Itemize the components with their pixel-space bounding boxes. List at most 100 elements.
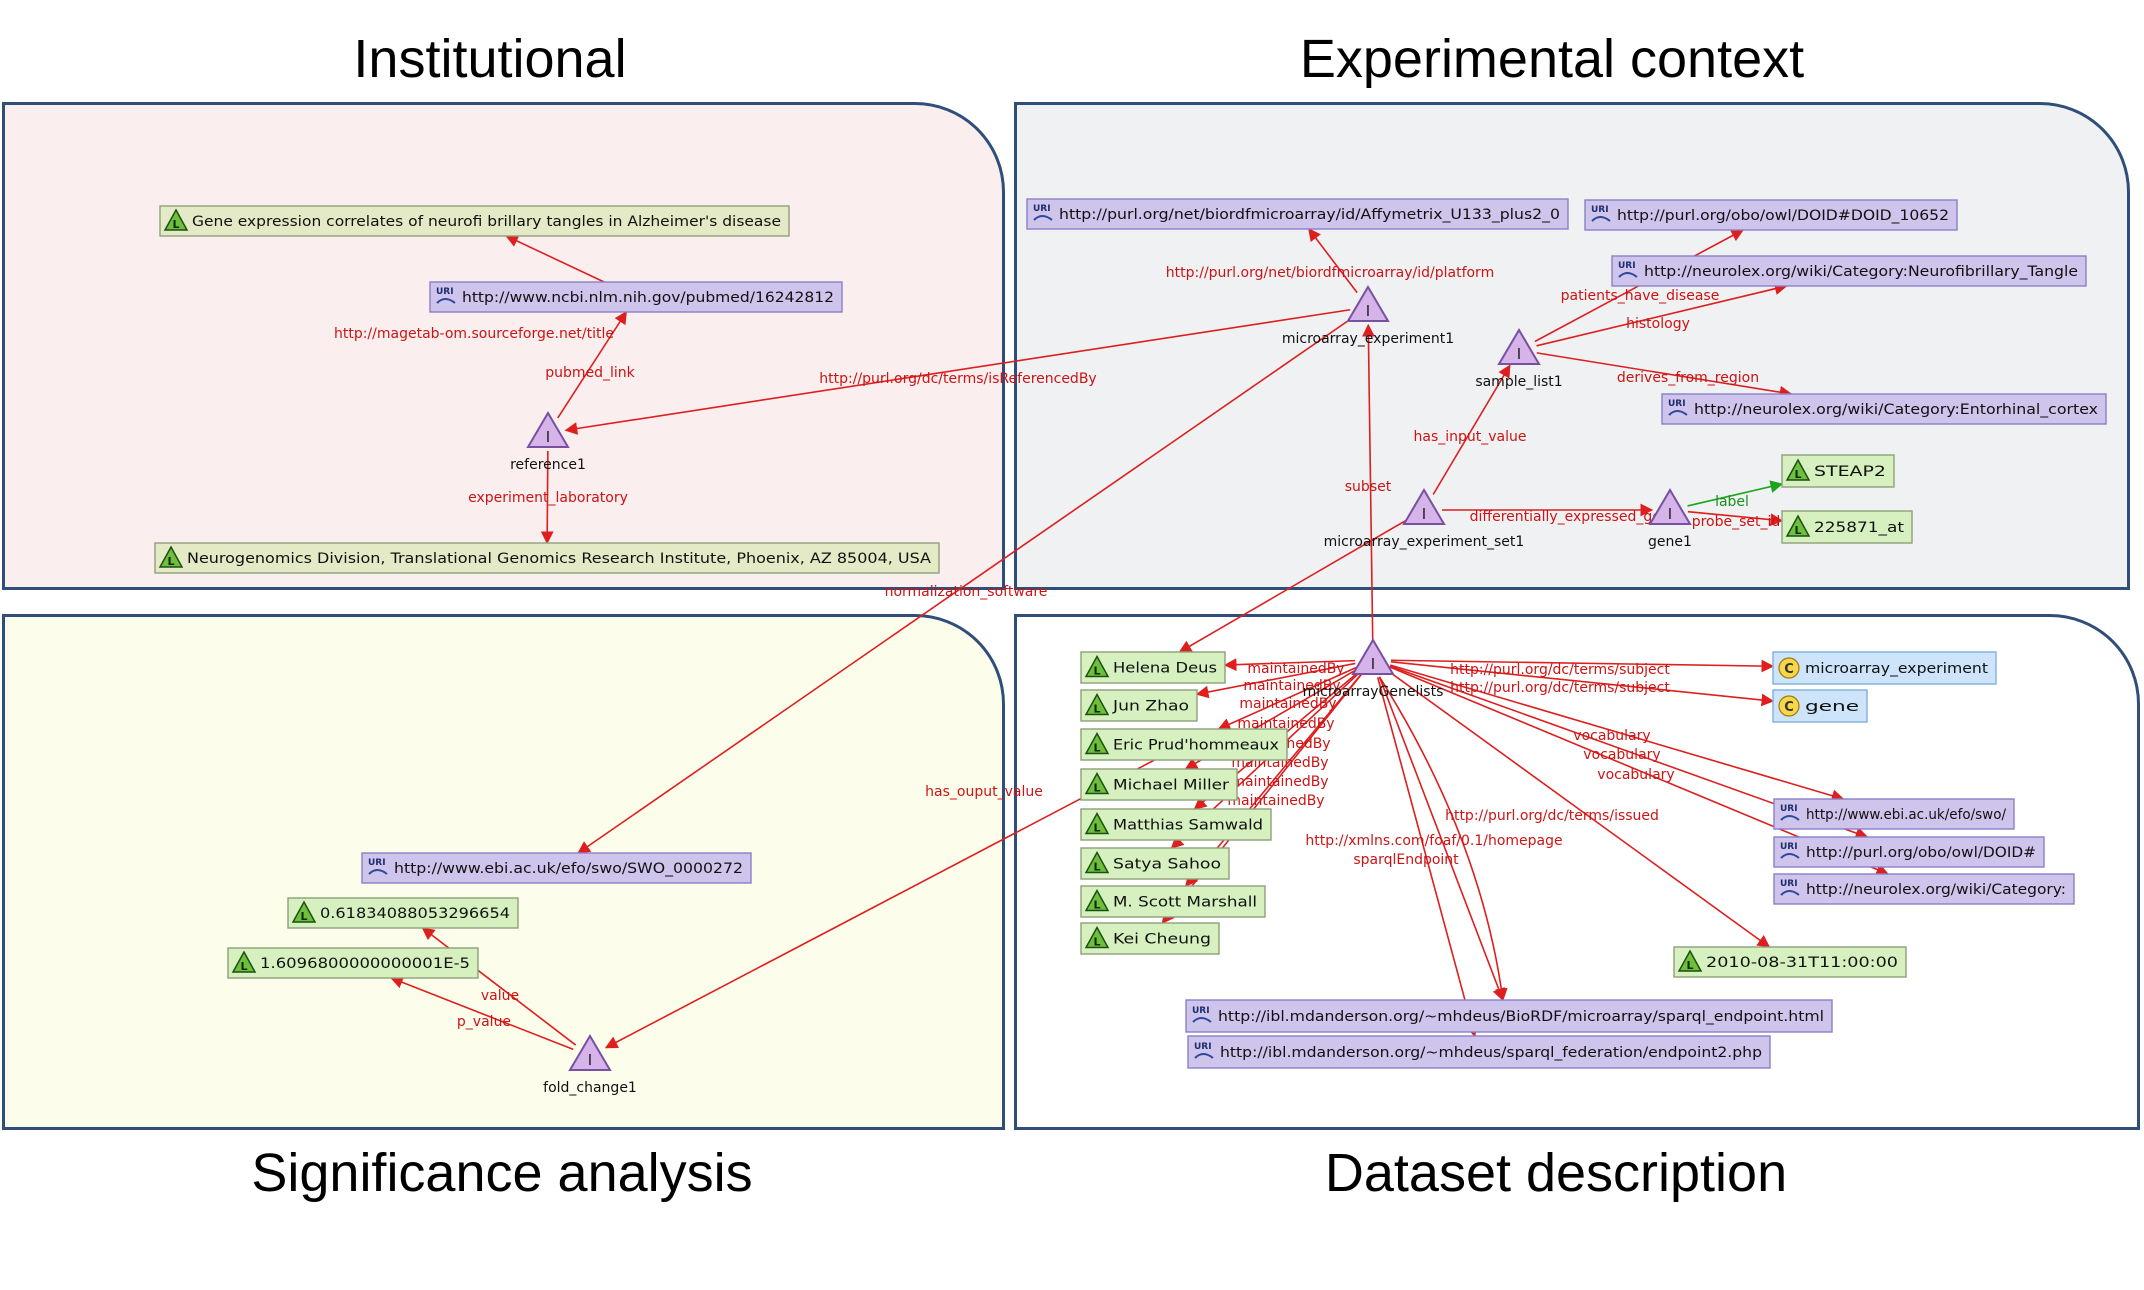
edge-label: subset [1345,479,1392,495]
svg-text:L: L [1686,959,1693,972]
instance-glyph: I [588,1051,592,1069]
edge-inst_gene1-to-lit_225871 [1687,510,1784,527]
edge-lit_eric-to-inst_fold [604,759,1155,1049]
node-label: http://neurolex.org/wiki/Category:Entorh… [1694,402,2098,418]
svg-text:L: L [1093,861,1100,874]
svg-text:L: L [1093,936,1100,949]
node-uri-doid[interactable]: URI http://purl.org/obo/owl/DOID#DOID_106… [1584,199,1958,231]
node-label: http://purl.org/obo/owl/DOID#DOID_10652 [1617,208,1949,224]
node-box [1611,255,2087,287]
edge-label: vocabulary [1597,767,1674,783]
node-box [1080,768,1238,801]
title-significance: Significance analysis [251,1143,753,1203]
uri-icon: URI [1780,879,1800,896]
node-box [1185,999,1833,1033]
svg-text:L: L [240,960,247,973]
svg-text:L: L [1093,822,1100,835]
edge-label: http://purl.org/net/biordfmicroarray/id/… [1166,265,1494,281]
literal-icon: L [1785,514,1811,537]
node-label: Michael Miller [1113,778,1229,794]
instance-glyph: I [546,428,550,446]
edge-label: maintainedBy [1239,696,1336,712]
edge-label: value [481,988,519,1004]
svg-text:L: L [300,910,307,923]
edge-label: histology [1626,316,1690,332]
literal-icon: L [163,208,189,231]
edge-label: has_input_value [1414,429,1527,445]
node-box [1773,798,2015,830]
edge-label: http://purl.org/dc/terms/issued [1445,808,1659,824]
node-lit-val2[interactable]: L 1.6096800000000001E-5 [227,947,479,979]
edge-label: experiment_laboratory [468,490,628,506]
node-box [1773,836,2045,868]
edge-inst_sample-to-uri_nft [1536,282,1788,347]
node-lit-val1[interactable]: L 0.61834088053296654 [287,897,519,929]
edge-label: has_ouput_value [925,784,1043,800]
edge-uri_pubmed-to-lit_title [505,235,605,283]
literal-icon: L [1084,692,1110,716]
svg-text:URI: URI [1780,879,1798,889]
edge-inst_fold-to-lit_val2 [390,976,574,1051]
edge-inst_mset-to-inst_sample [1432,364,1511,495]
instance-icon [1351,638,1395,675]
svg-text:L: L [172,218,179,231]
literal-icon: L [1084,811,1110,835]
literal-icon: L [1785,458,1811,481]
edge-inst_genelists-to-uri_sparql1 [1378,676,1508,1002]
uri-icon: URI [1591,205,1611,222]
node-label: 1.6096800000000001E-5 [260,956,470,972]
svg-text:L: L [1093,782,1100,795]
svg-text:URI: URI [368,858,386,868]
node-label: M. Scott Marshall [1113,895,1257,911]
node-label: http://www.ebi.ac.uk/efo/swo/ [1806,807,2006,823]
node-label: http://purl.org/net/biordfmicroarray/id/… [1059,207,1560,223]
node-label: 225871_at [1814,520,1904,536]
svg-text:L: L [1794,468,1801,481]
node-lit-date[interactable]: L 2010-08-31T11:00:00 [1673,946,1907,978]
literal-icon: L [1084,731,1110,755]
node-label: 0.61834088053296654 [320,906,510,922]
edge-label: maintainedBy [1231,774,1328,790]
node-label: http://neurolex.org/wiki/Category: [1806,882,2066,898]
node-uri-neurolex-cat[interactable]: URI http://neurolex.org/wiki/Category: [1773,873,2075,905]
node-lit-michael[interactable]: L Michael Miller [1080,768,1238,801]
literal-icon: L [1084,771,1110,795]
instance-label: microarrayGenelists [1303,684,1444,700]
edge-label: maintainedBy [1227,793,1324,809]
edge-inst_genelists-to-uri_sparql2 [1376,677,1478,1038]
node-label: 2010-08-31T11:00:00 [1706,955,1898,971]
edge-label: http://xmlns.com/foaf/0.1/homepage [1305,833,1562,849]
instance-icon [1648,488,1692,525]
instance-icon [568,1034,612,1071]
svg-text:C: C [1784,700,1794,715]
